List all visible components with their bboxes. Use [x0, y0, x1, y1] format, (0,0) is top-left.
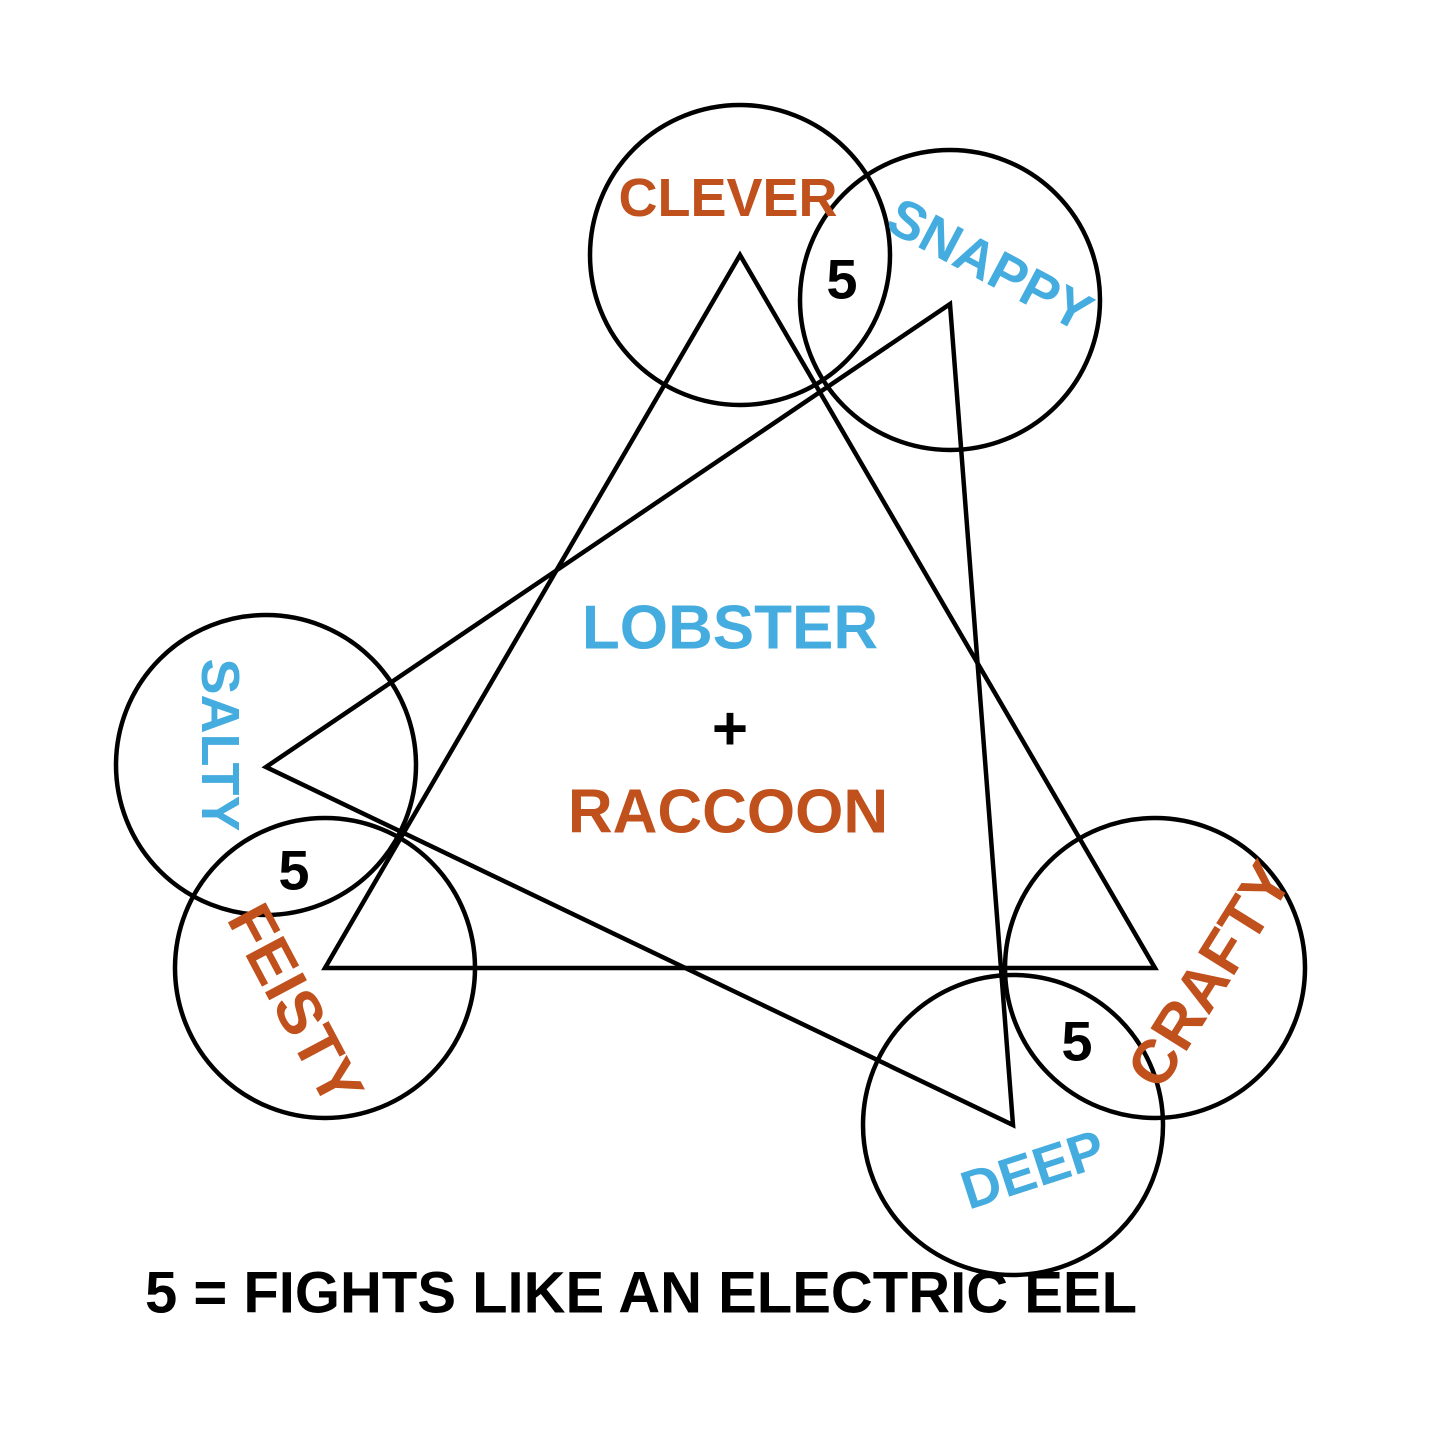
triangle-upright: [321, 250, 1159, 971]
circle-snappy: [797, 147, 1103, 453]
circle-salty: [113, 612, 419, 918]
center-bottom-label: RACCOON: [568, 778, 888, 847]
circle-clever: [587, 102, 893, 408]
label-deep: DEEP: [954, 1119, 1112, 1222]
label-salty: SALTY: [190, 659, 250, 832]
legend-text: 5 = FIGHTS LIKE AN ELECTRIC EEL: [145, 1261, 1137, 1326]
center-plus-sign: +: [712, 695, 748, 764]
triangle-rotated: [261, 299, 1016, 1129]
center-top-label: LOBSTER: [582, 594, 878, 663]
label-crafty: CRAFTY: [1114, 850, 1306, 1100]
label-clever: CLEVER: [618, 168, 837, 228]
label-feisty: FEISTY: [214, 893, 377, 1117]
overlap-number-top: 5: [826, 248, 857, 311]
circle-deep: [860, 972, 1166, 1278]
overlap-number-left: 5: [278, 839, 309, 902]
overlap-number-right: 5: [1061, 1010, 1092, 1073]
